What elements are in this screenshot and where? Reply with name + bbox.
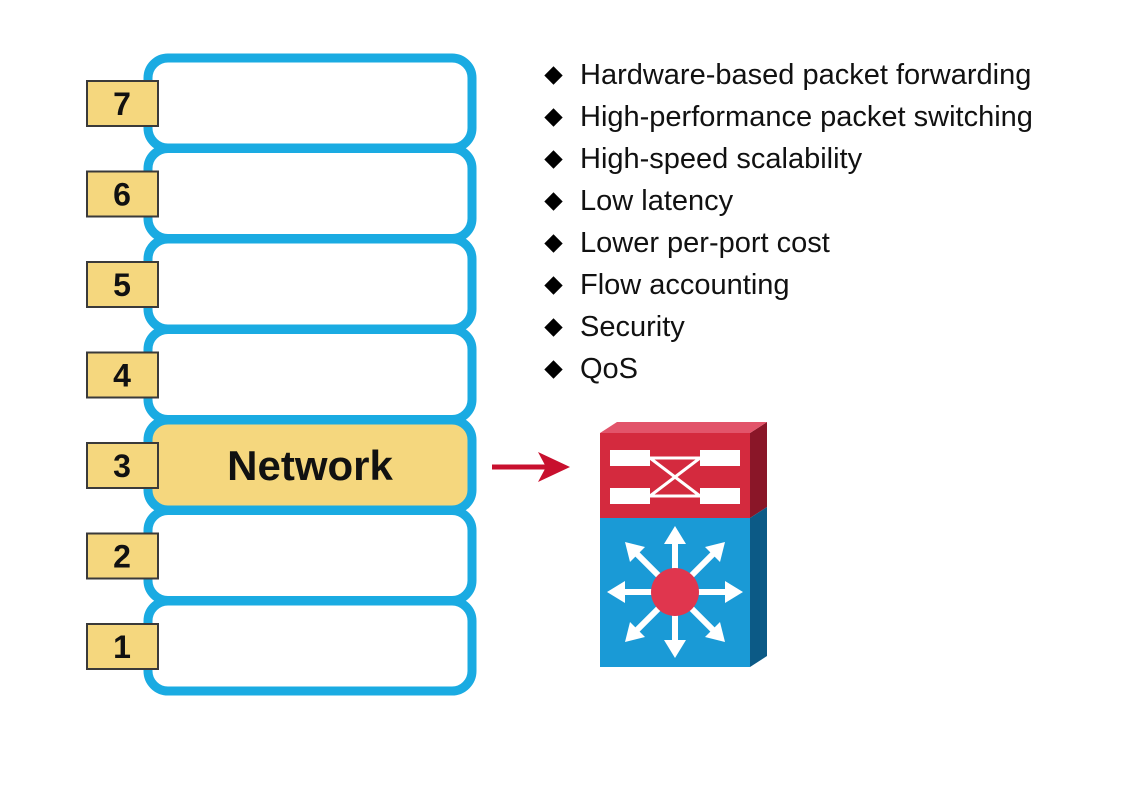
diamond-bullet-icon — [544, 276, 563, 295]
layer-number-box — [86, 261, 159, 308]
layer-number: 7 — [113, 86, 131, 122]
layer-number-box — [86, 532, 159, 580]
layer-box — [143, 506, 477, 605]
feature-item: Security — [544, 307, 1033, 349]
layer-box — [143, 53, 477, 153]
layer-number-box — [86, 351, 159, 399]
layer-number: 6 — [113, 177, 131, 213]
layer-box — [143, 596, 477, 696]
feature-item: Low latency — [544, 181, 1033, 223]
pointer-arrow — [492, 452, 570, 482]
feature-label: Lower per-port cost — [580, 227, 830, 259]
layer-number: 4 — [113, 358, 131, 394]
feature-item: Hardware-based packet forwarding — [544, 55, 1033, 97]
feature-label: QoS — [580, 353, 639, 385]
feature-label: Hardware-based packet forwarding — [580, 59, 1032, 91]
diamond-bullet-icon — [544, 318, 563, 337]
feature-item: Lower per-port cost — [544, 223, 1033, 265]
layer-number-box — [86, 623, 159, 670]
layer-box — [143, 234, 477, 334]
layer-number: 3 — [113, 448, 131, 484]
osi-layer-3: Network 3 — [86, 415, 477, 515]
layer-number: 1 — [113, 629, 131, 665]
feature-item: Flow accounting — [544, 265, 1033, 307]
osi-layer-6: 6 — [86, 144, 477, 243]
osi-layer-2: 2 — [86, 506, 477, 605]
feature-item: QoS — [544, 349, 1033, 391]
feature-label: High-speed scalability — [580, 143, 863, 175]
layer-box — [143, 325, 477, 424]
layer-number-box — [86, 80, 159, 127]
osi-layer-1: 1 — [86, 596, 477, 696]
osi-layer-7: 7 — [86, 53, 477, 153]
layer-number-box — [86, 442, 159, 489]
osi-layer-5: 5 — [86, 234, 477, 334]
layer-box — [143, 144, 477, 243]
feature-item: High-performance packet switching — [544, 97, 1033, 139]
diamond-bullet-icon — [544, 108, 563, 127]
layer-number: 2 — [113, 539, 131, 575]
feature-label: Security — [580, 311, 685, 343]
diamond-bullet-icon — [544, 360, 563, 379]
layer-number: 5 — [113, 267, 131, 303]
multilayer-switch-icon — [600, 422, 767, 667]
feature-label: High-performance packet switching — [580, 101, 1033, 133]
osi-layer-4: 4 — [86, 325, 477, 424]
feature-label: Flow accounting — [580, 269, 790, 301]
diamond-bullet-icon — [544, 192, 563, 211]
layer-number-box — [86, 170, 159, 218]
feature-label: Low latency — [580, 185, 734, 217]
diamond-bullet-icon — [544, 150, 563, 169]
diamond-bullet-icon — [544, 234, 563, 253]
layer-name: Network — [227, 442, 393, 489]
diamond-bullet-icon — [544, 66, 563, 85]
feature-item: High-speed scalability — [544, 139, 1033, 181]
